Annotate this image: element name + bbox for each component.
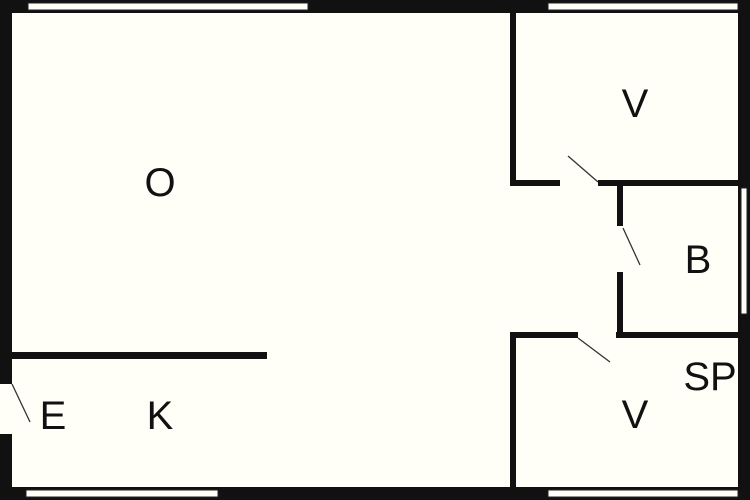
room-label-bedroom-top: V [622,82,649,126]
window-right [740,187,748,315]
door-bathroom [622,227,641,266]
window-top-right [547,2,739,11]
room-label-bathroom: B [685,238,712,282]
door-entry [11,383,31,423]
room-label-entry: E [40,394,67,438]
room-label-kitchen: K [147,394,174,438]
window-bottom-left [25,489,219,498]
room-label-bedroom-bottom: V [622,393,649,437]
window-top-left [27,2,309,11]
door-bedroom-bottom [577,337,611,363]
room-label-sauna: SP [683,355,736,399]
door-openings [0,179,624,434]
window-bottom-right [547,489,739,498]
door-bedroom-top [567,155,599,183]
doors [11,155,641,423]
windows [25,2,748,498]
room-label-living: O [144,161,175,205]
room-labels: O K E V V B SP [40,82,737,438]
